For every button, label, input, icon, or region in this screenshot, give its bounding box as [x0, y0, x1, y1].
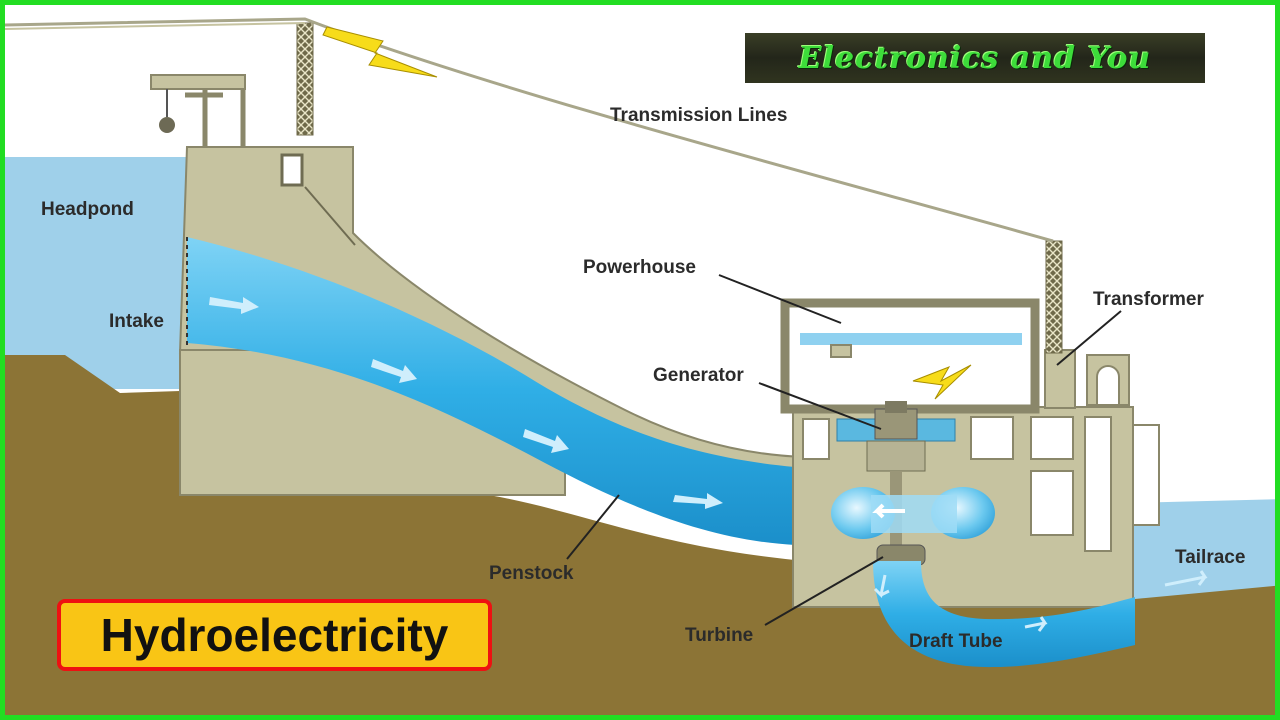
transformer-label: Transformer — [1093, 289, 1204, 310]
intake-label: Intake — [109, 311, 164, 332]
leader-lines — [566, 274, 1122, 626]
penstock-label: Penstock — [489, 563, 574, 584]
dam-window — [280, 153, 304, 187]
draft-tube-water — [873, 561, 1135, 668]
logo-banner: Electronics and You — [745, 33, 1205, 83]
transmission-tower-left — [296, 22, 314, 136]
title-box: Hydroelectricity — [57, 599, 492, 671]
turbine-label: Turbine — [685, 625, 753, 646]
headpond-water — [5, 157, 195, 389]
flow-arrows — [209, 297, 723, 509]
powerhouse — [780, 298, 1160, 608]
transmission-tower-right — [1045, 240, 1063, 354]
tailrace-label: Tailrace — [1175, 547, 1245, 568]
powerhouse-label: Powerhouse — [583, 257, 696, 278]
generator-label: Generator — [653, 365, 744, 386]
penstock-water — [187, 237, 795, 545]
draft-tube-label: Draft Tube — [909, 631, 1003, 652]
headpond-label: Headpond — [41, 199, 134, 220]
page-title: Hydroelectricity — [100, 609, 449, 661]
transmission-lines-label: Transmission Lines — [610, 105, 787, 126]
lightning-icon — [912, 364, 972, 400]
lightning-icon — [322, 26, 438, 78]
gate-weight — [159, 117, 175, 133]
turbine-volute — [831, 487, 995, 566]
logo-text: Electronics and You — [798, 40, 1152, 76]
